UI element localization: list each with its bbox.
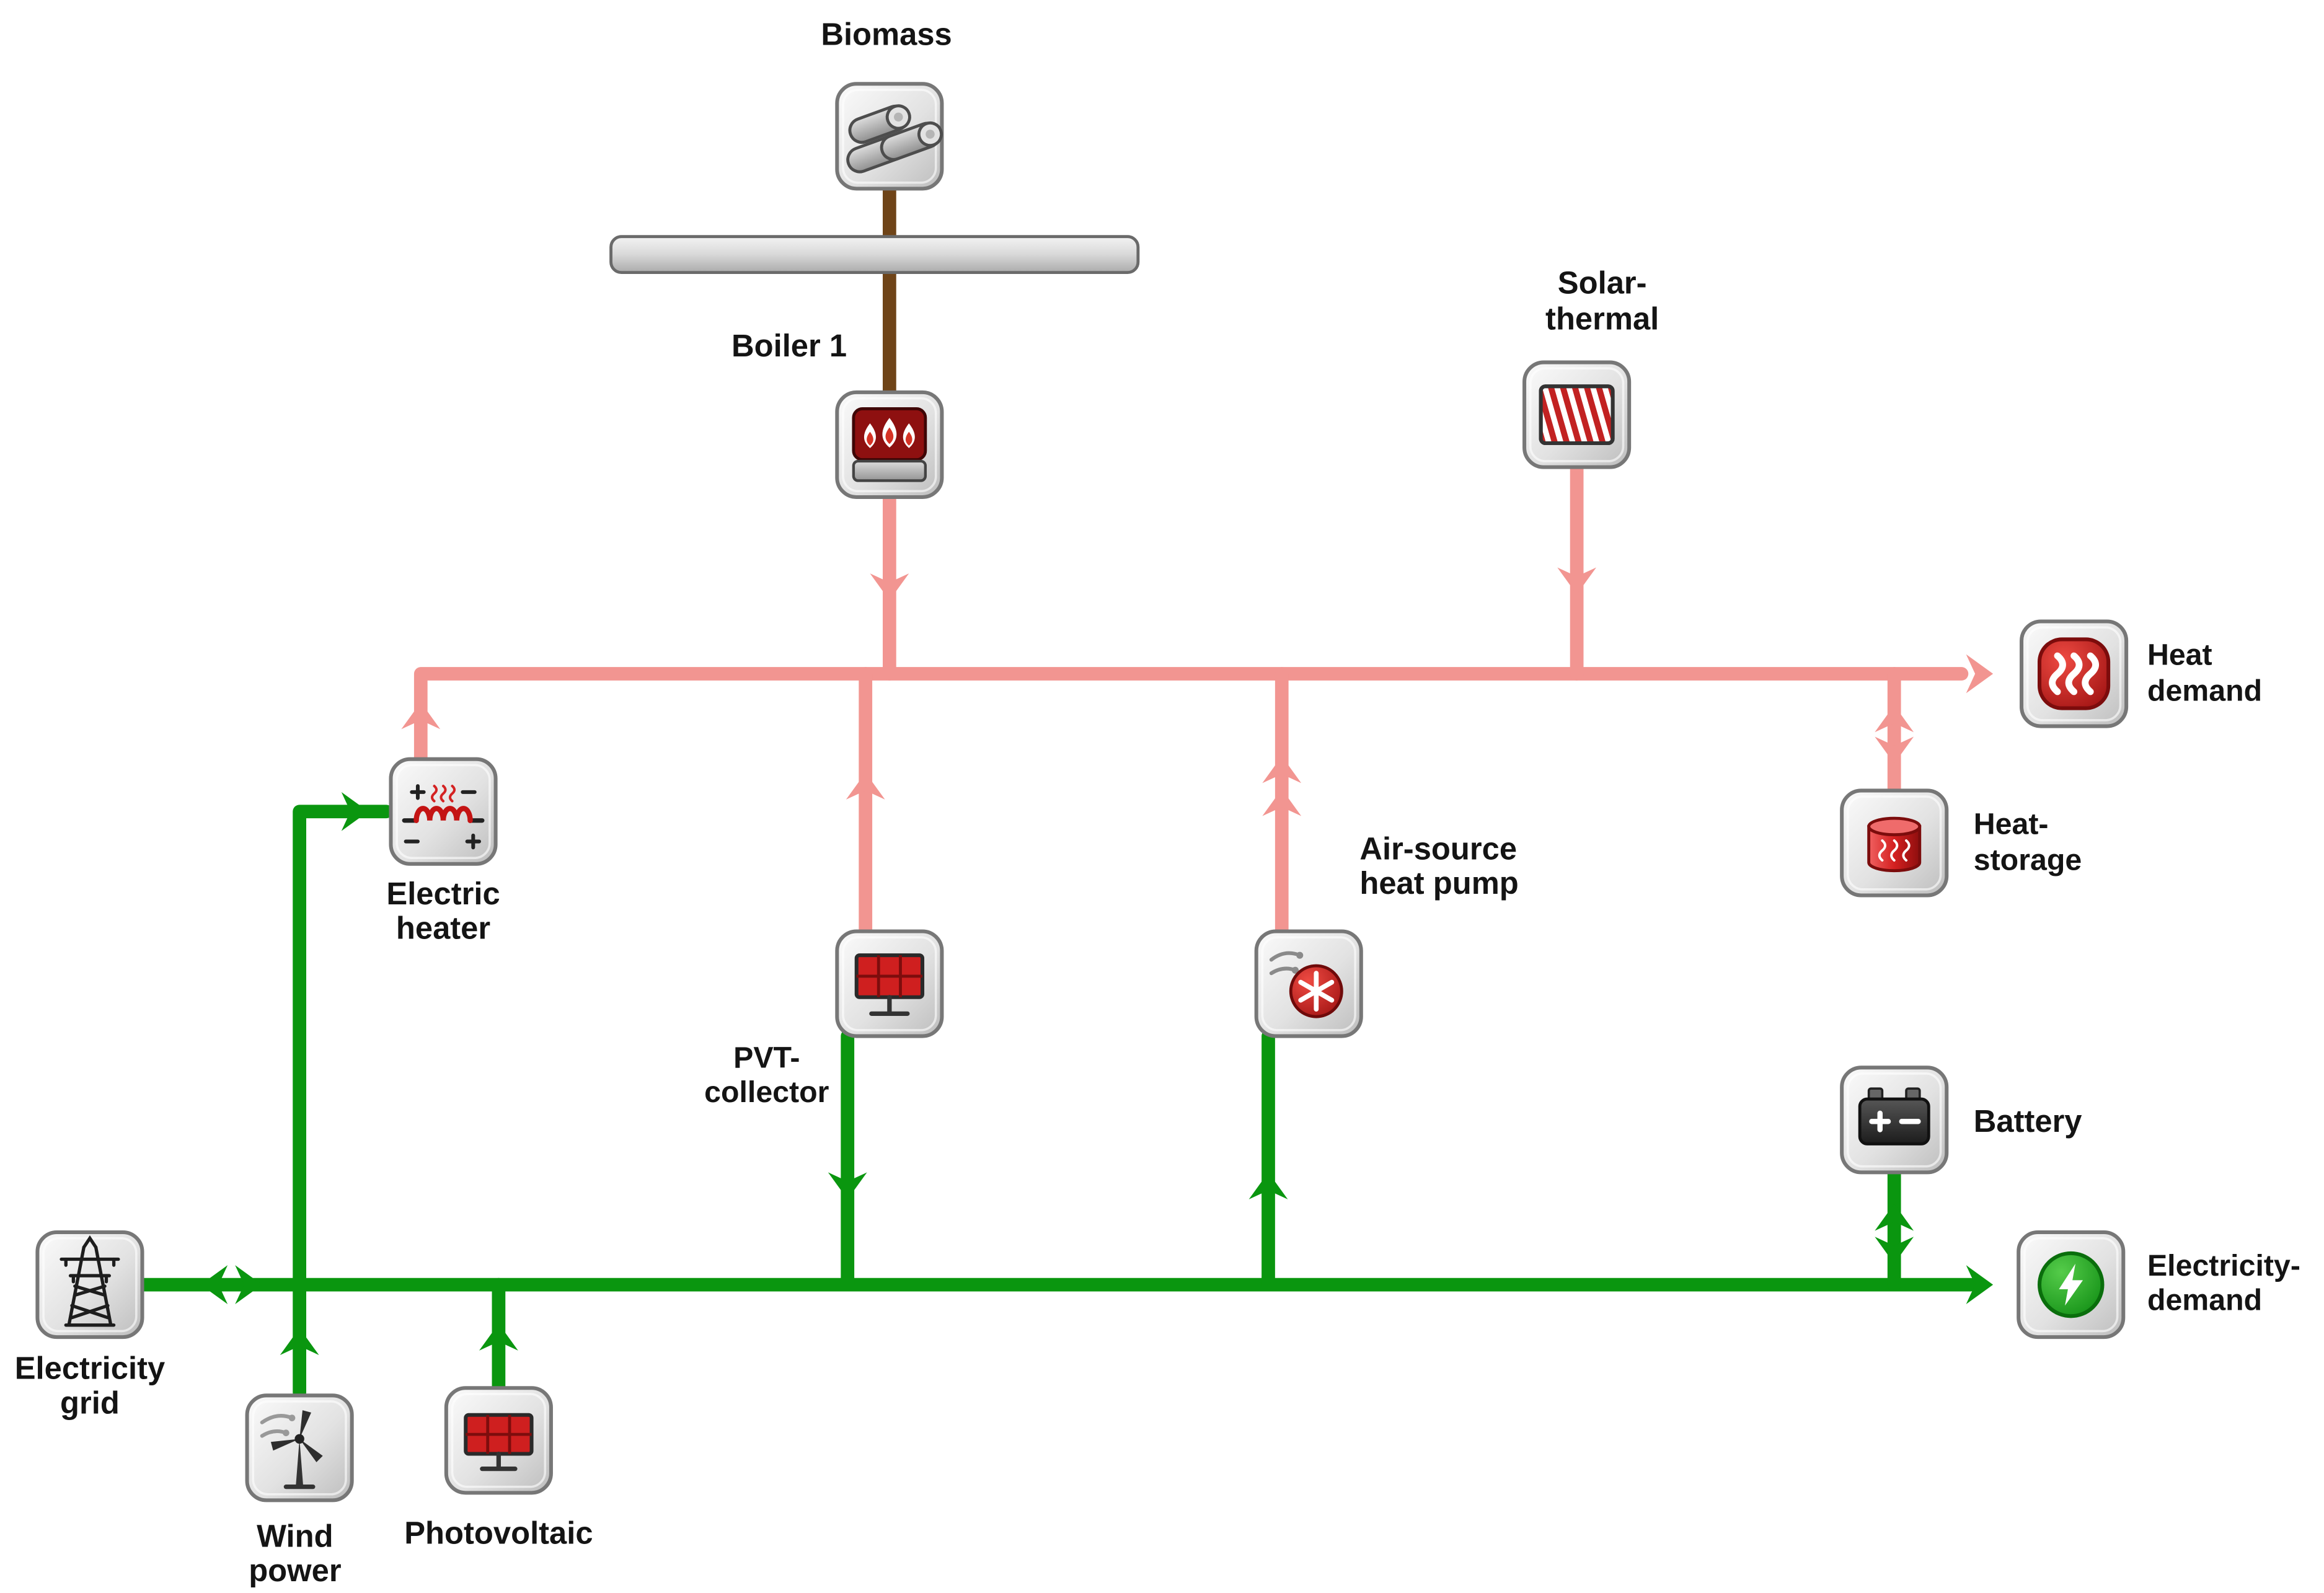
- heat-demand-label-1: Heat: [2147, 638, 2212, 672]
- boiler-icon: [852, 407, 927, 482]
- pvt-collector-icon: [854, 953, 925, 1016]
- electric-heater-label-1: Electric: [386, 876, 500, 911]
- electricity-demand-label-1: Electricity-: [2147, 1249, 2300, 1282]
- wind-power-label-1: Wind: [257, 1518, 333, 1553]
- electricity-demand-icon: [2038, 1251, 2105, 1318]
- solar-thermal-label-2: thermal: [1545, 301, 1659, 336]
- heat-demand-label-2: demand: [2147, 674, 2262, 707]
- wind-power-icon: [260, 1410, 323, 1489]
- battery-icon: [1858, 1087, 1930, 1145]
- pvt-collector-node: [837, 931, 942, 1036]
- heat-pump-node: [1257, 931, 1361, 1036]
- boiler1-label: Boiler 1: [731, 328, 847, 363]
- solar-thermal-icon: [1539, 384, 1615, 446]
- biomass-bus-bar: [609, 235, 1140, 275]
- heat-demand-icon: [2038, 637, 2111, 710]
- photovoltaic-icon: [464, 1413, 534, 1472]
- pvt-collector-label-1: PVT-: [733, 1041, 800, 1074]
- heat-storage-icon: [1867, 816, 1922, 873]
- solar-thermal-node: [1524, 363, 1629, 467]
- biomass-node: [835, 84, 945, 188]
- battery-node: [1842, 1067, 1946, 1172]
- heat-bus: [413, 667, 1969, 766]
- electricheater-elec-link: [293, 805, 394, 1292]
- boiler1-node: [837, 392, 942, 497]
- electricity-grid-node: [37, 1232, 142, 1337]
- pvt-collector-label-2: collector: [704, 1075, 829, 1109]
- arrow-heat-demand-right: [1966, 654, 1994, 694]
- electricity-grid-label-2: grid: [60, 1385, 120, 1420]
- solar-thermal-label-1: Solar-: [1558, 265, 1647, 300]
- heat-demand-node: [2021, 621, 2126, 726]
- electricity-grid-label-1: Electricity: [15, 1351, 165, 1386]
- heat-pump-icon: [1269, 951, 1343, 1018]
- electricity-grid-icon: [60, 1235, 120, 1327]
- wind-power-node: [247, 1395, 352, 1500]
- electricity-demand-node: [2018, 1232, 2123, 1337]
- battery-label: Battery: [1974, 1103, 2082, 1139]
- photovoltaic-label: Photovoltaic: [404, 1515, 593, 1550]
- heat-pump-label-2: heat pump: [1359, 865, 1518, 901]
- electric-heater-icon: [402, 784, 485, 850]
- electric-heater-label-2: heater: [396, 911, 490, 946]
- electric-heater-node: [391, 759, 495, 864]
- photovoltaic-node: [446, 1388, 551, 1493]
- biomass-label: Biomass: [821, 16, 952, 51]
- heat-storage-node: [1842, 790, 1946, 895]
- heat-storage-label-2: storage: [1974, 843, 2082, 876]
- electricity-demand-label-2: demand: [2147, 1284, 2262, 1317]
- heat-storage-label-1: Heat-: [1974, 807, 2049, 841]
- heat-pump-label-1: Air-source: [1359, 831, 1517, 867]
- wind-power-label-2: power: [249, 1553, 341, 1587]
